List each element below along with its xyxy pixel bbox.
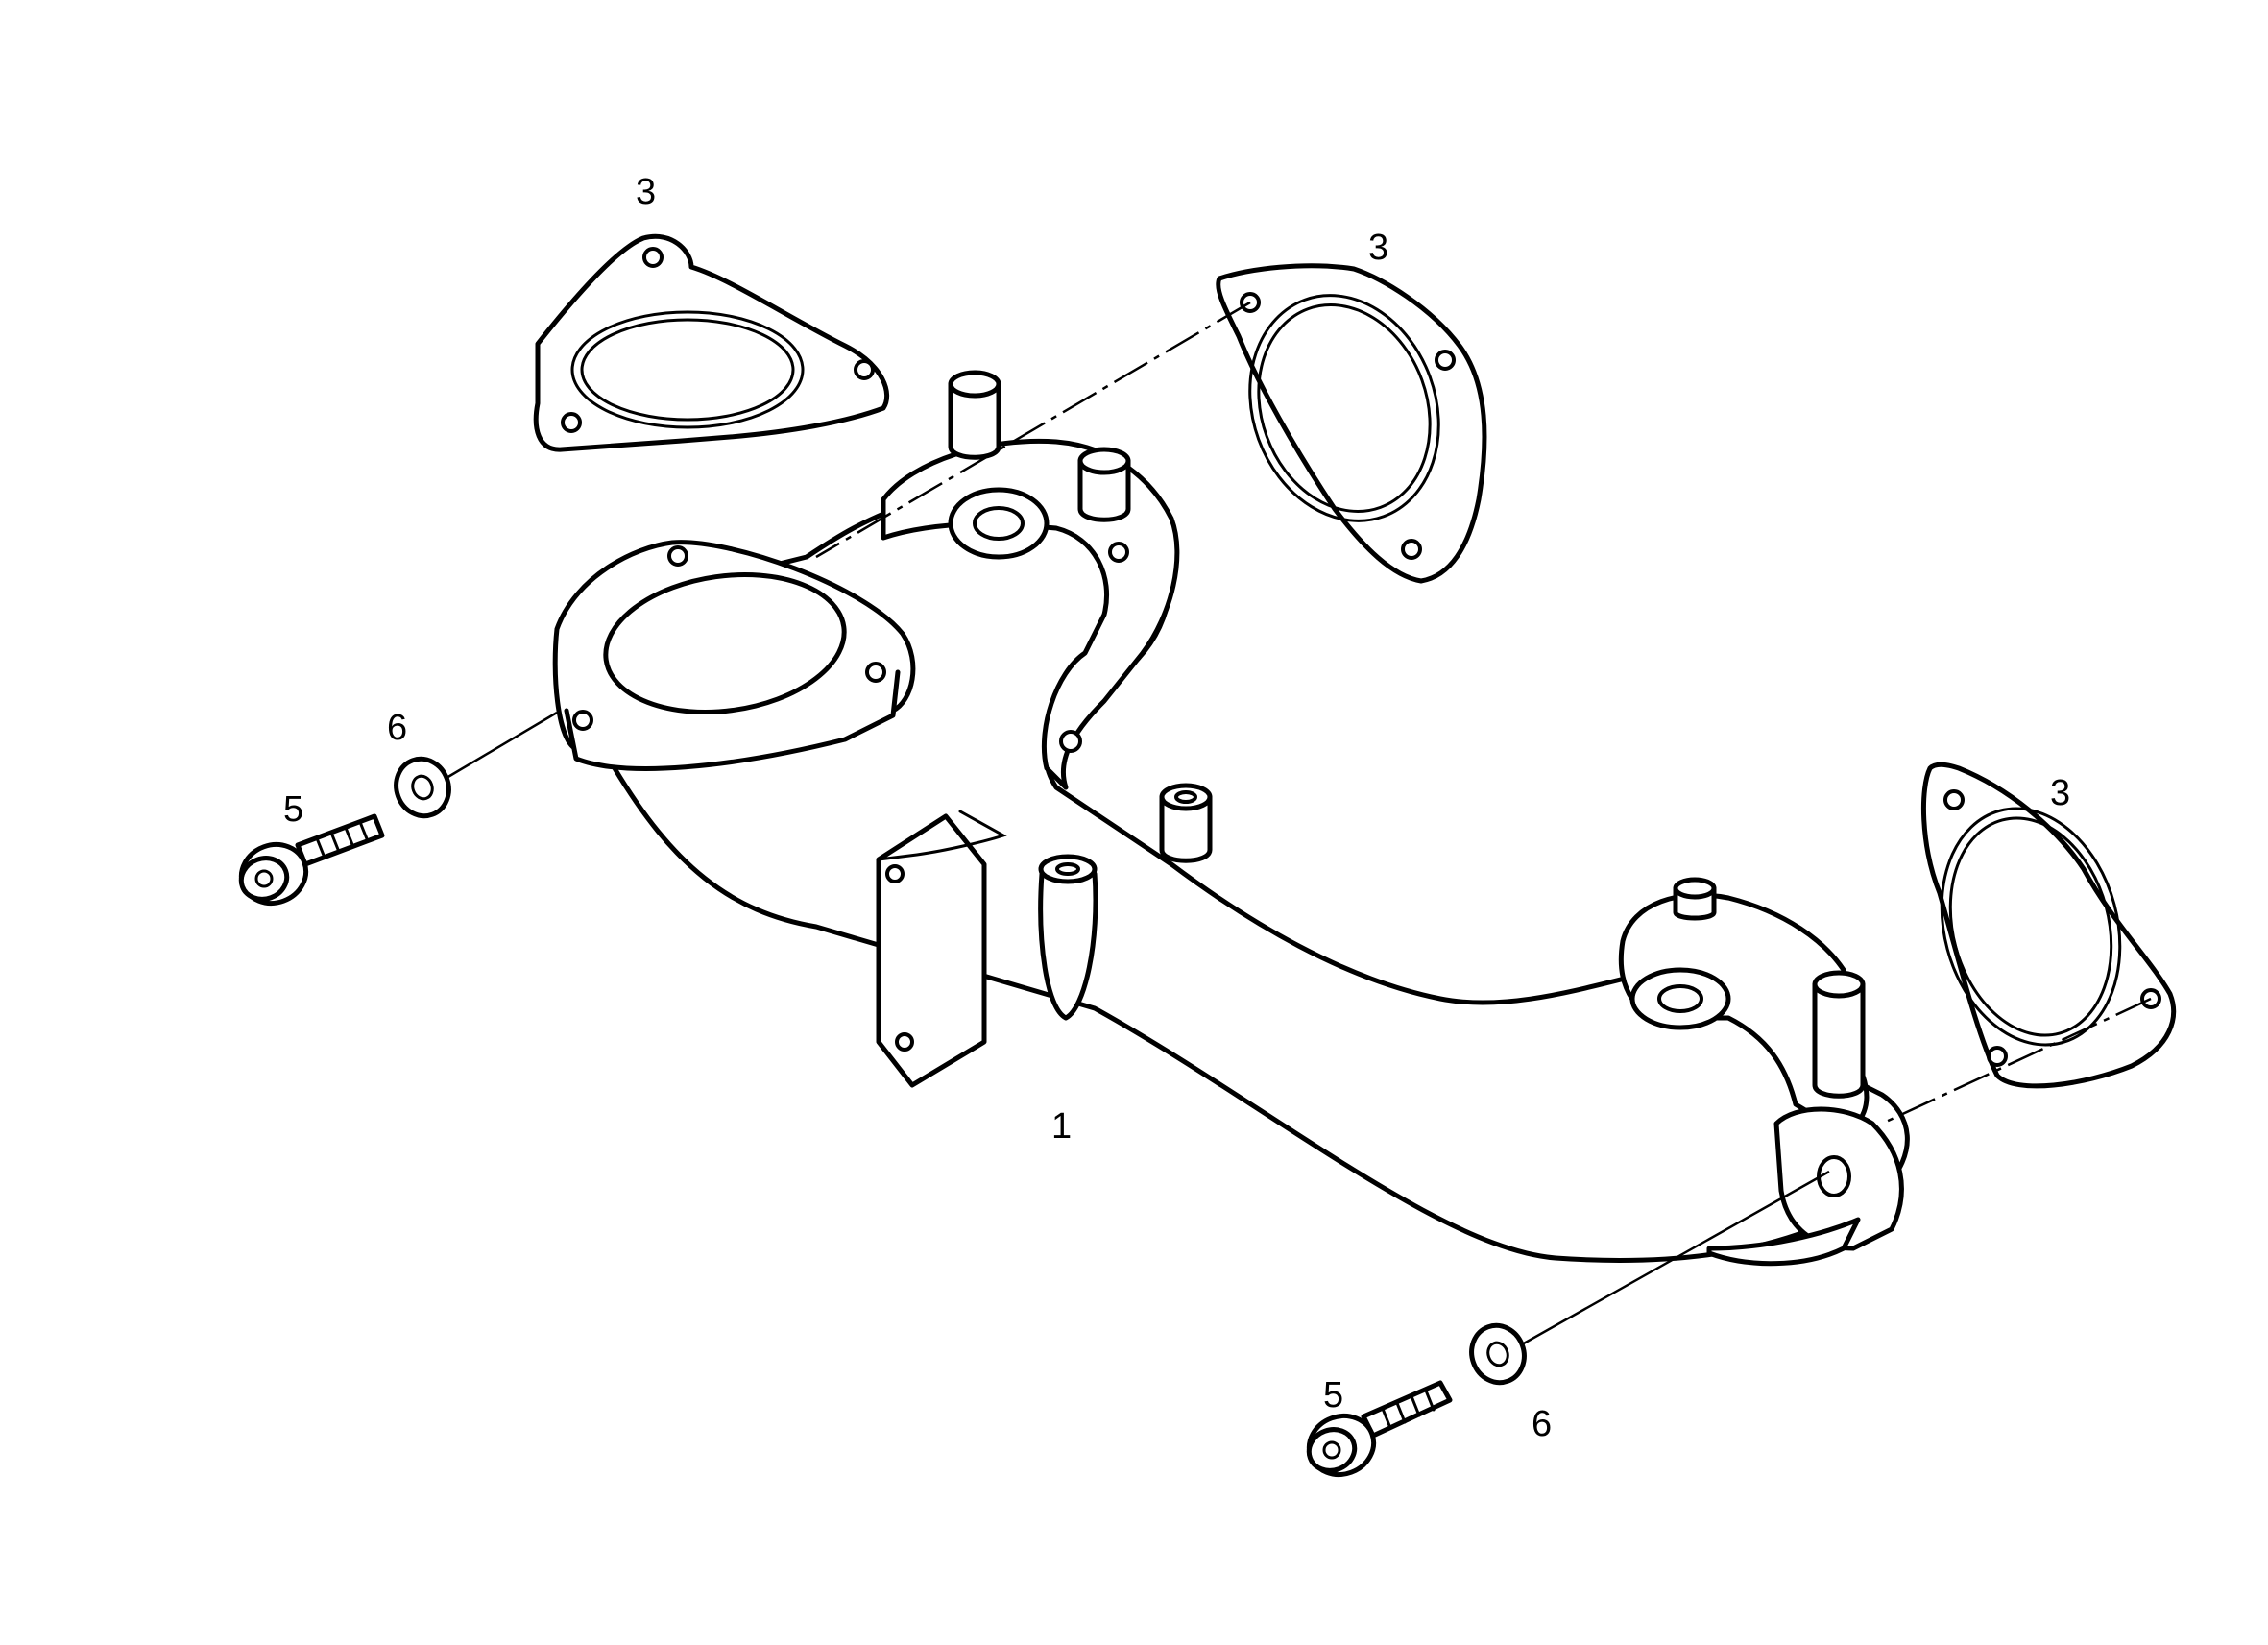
- callout-gasket-top-left: 3: [636, 172, 656, 212]
- side-mounting-pad: [876, 813, 987, 1088]
- callout-washer-right: 6: [1532, 1404, 1552, 1444]
- sensor-boss: [1038, 871, 1098, 1021]
- gasket-right: [1920, 762, 2177, 1089]
- callout-manifold: 1: [1051, 1106, 1072, 1147]
- assembly-lines: [446, 301, 2152, 1346]
- gasket-top-right: [1216, 263, 1487, 584]
- bolt-left: [238, 813, 385, 906]
- callout-gasket-top-right: 3: [1368, 228, 1388, 268]
- bolt-right: [1306, 1380, 1453, 1477]
- stud-top-left: [948, 381, 1001, 460]
- callout-bolt-left: 5: [283, 789, 303, 830]
- callout-bolt-right: 5: [1323, 1375, 1343, 1415]
- stud-right: [1812, 981, 1866, 1099]
- stud-top-right: [1077, 458, 1131, 522]
- callout-gasket-right: 3: [2050, 773, 2070, 813]
- callout-labels: 1 3 3 3 5 6 5 6: [283, 172, 2070, 1444]
- boss-centre: [1159, 794, 1213, 863]
- washer-right: [1469, 1322, 1527, 1386]
- exhaust-manifold: [552, 370, 1910, 1267]
- callout-washer-left: 6: [387, 708, 407, 748]
- gasket-top-left: [533, 233, 890, 452]
- washer-left: [394, 756, 451, 819]
